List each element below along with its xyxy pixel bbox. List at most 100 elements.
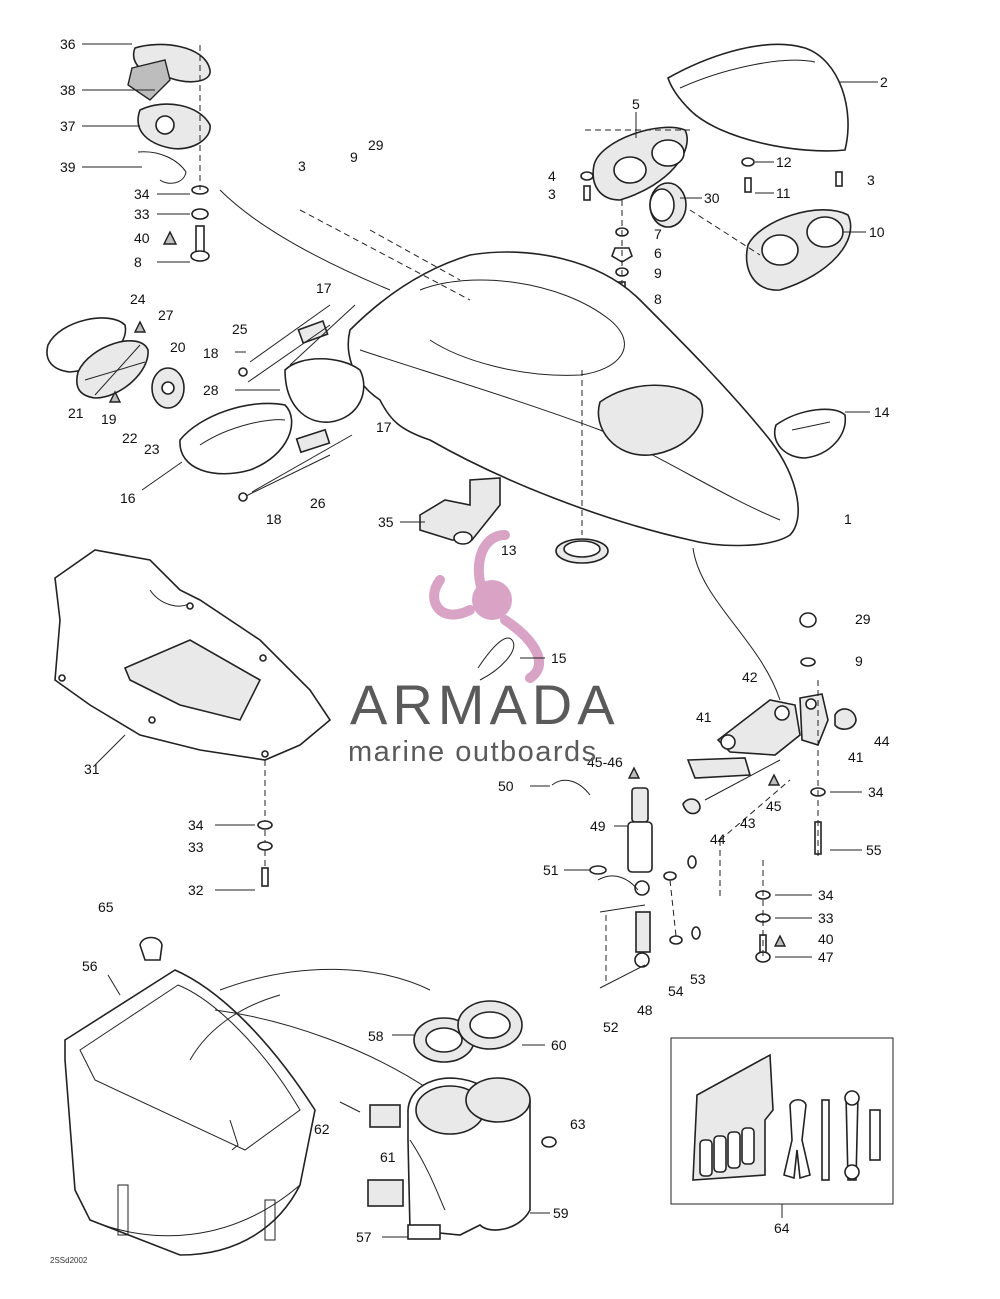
callout-34: 34 — [868, 784, 884, 800]
callout-47: 47 — [818, 949, 834, 965]
callout-15: 15 — [551, 650, 567, 666]
callout-22: 22 — [122, 430, 138, 446]
callout-5: 5 — [632, 96, 640, 112]
callout-29: 29 — [368, 137, 384, 153]
callout-9: 9 — [350, 149, 358, 165]
callout-45-46: 45-46 — [587, 754, 623, 770]
callout-61: 61 — [380, 1149, 396, 1165]
callout-18: 18 — [203, 345, 219, 361]
callout-32: 32 — [188, 882, 204, 898]
callout-14: 14 — [874, 404, 890, 420]
callout-20: 20 — [170, 339, 186, 355]
callout-27: 27 — [158, 307, 174, 323]
callout-12: 12 — [776, 154, 792, 170]
callout-17: 17 — [376, 419, 392, 435]
callout-17: 17 — [316, 280, 332, 296]
leader-lines — [82, 43, 878, 1238]
callout-51: 51 — [543, 862, 559, 878]
callout-21: 21 — [68, 405, 84, 421]
callout-7: 7 — [654, 226, 662, 242]
callout-44: 44 — [710, 831, 726, 847]
callout-40: 40 — [818, 931, 834, 947]
callout-54: 54 — [668, 983, 684, 999]
windshield-and-gauge-parts — [580, 43, 852, 300]
callout-1: 1 — [844, 511, 852, 527]
main-cowl-body — [219, 189, 847, 701]
callout-18: 18 — [266, 511, 282, 527]
gas-strut-assembly — [551, 779, 701, 989]
callout-16: 16 — [120, 490, 136, 506]
callout-10: 10 — [869, 224, 885, 240]
callout-49: 49 — [590, 818, 606, 834]
callout-37: 37 — [60, 118, 76, 134]
callout-3: 3 — [548, 186, 556, 202]
callout-56: 56 — [82, 958, 98, 974]
drawing-code: 2SSd2002 — [50, 1256, 88, 1265]
storage-bin — [64, 936, 431, 1256]
watermark-propeller-logo — [429, 530, 545, 683]
callout-9: 9 — [855, 653, 863, 669]
callout-58: 58 — [368, 1028, 384, 1044]
callout-55: 55 — [866, 842, 882, 858]
callout-29: 29 — [855, 611, 871, 627]
callout-63: 63 — [570, 1116, 586, 1132]
callout-3: 3 — [298, 158, 306, 174]
callout-9: 9 — [654, 265, 662, 281]
callout-65: 65 — [98, 899, 114, 915]
callout-57: 57 — [356, 1229, 372, 1245]
callout-50: 50 — [498, 778, 514, 794]
callout-35: 35 — [378, 514, 394, 530]
callout-26: 26 — [310, 495, 326, 511]
callout-45: 45 — [766, 798, 782, 814]
callout-25: 25 — [232, 321, 248, 337]
callout-31: 31 — [84, 761, 100, 777]
callout-39: 39 — [60, 159, 76, 175]
callout-48: 48 — [637, 1002, 653, 1018]
callout-62: 62 — [314, 1121, 330, 1137]
callout-19: 19 — [101, 411, 117, 427]
callout-38: 38 — [60, 82, 76, 98]
callout-59: 59 — [553, 1205, 569, 1221]
tool-kit-inset — [670, 1037, 894, 1205]
callout-33: 33 — [134, 206, 150, 222]
callout-3: 3 — [867, 172, 875, 188]
bracket-and-tie — [419, 477, 515, 681]
callout-34: 34 — [818, 887, 834, 903]
callout-23: 23 — [144, 441, 160, 457]
callout-41: 41 — [696, 709, 712, 725]
callout-6: 6 — [654, 245, 662, 261]
callout-2: 2 — [880, 74, 888, 90]
hinge-and-strut-assembly — [627, 612, 857, 963]
hood-liner-panel — [54, 549, 332, 887]
callout-8: 8 — [654, 291, 662, 307]
callout-64: 64 — [774, 1220, 790, 1236]
callout-36: 36 — [60, 36, 76, 52]
callout-40: 40 — [134, 230, 150, 246]
callout-labels: 36 38 37 39 34 33 40 8 2 5 12 4 3 3 11 3… — [60, 36, 890, 1245]
callout-33: 33 — [188, 839, 204, 855]
callout-33: 33 — [818, 910, 834, 926]
watermark-tagline: marine outboards — [348, 736, 598, 768]
callout-43: 43 — [740, 815, 756, 831]
callout-60: 60 — [551, 1037, 567, 1053]
callout-44: 44 — [874, 733, 890, 749]
callout-34: 34 — [134, 186, 150, 202]
callout-8: 8 — [134, 254, 142, 270]
callout-52: 52 — [603, 1019, 619, 1035]
cup-holder-assembly — [339, 1000, 557, 1240]
callout-34: 34 — [188, 817, 204, 833]
callout-11: 11 — [776, 185, 791, 201]
callout-53: 53 — [690, 971, 706, 987]
callout-28: 28 — [203, 382, 219, 398]
callout-13: 13 — [501, 542, 517, 558]
callout-30: 30 — [704, 190, 720, 206]
watermark-brand: ARMADA — [350, 673, 620, 736]
callout-42: 42 — [742, 669, 758, 685]
top-left-mount-assembly — [127, 43, 211, 262]
callout-41: 41 — [848, 749, 864, 765]
callout-24: 24 — [130, 291, 146, 307]
left-vent-and-handle-parts — [46, 209, 471, 502]
callout-4: 4 — [548, 168, 556, 184]
